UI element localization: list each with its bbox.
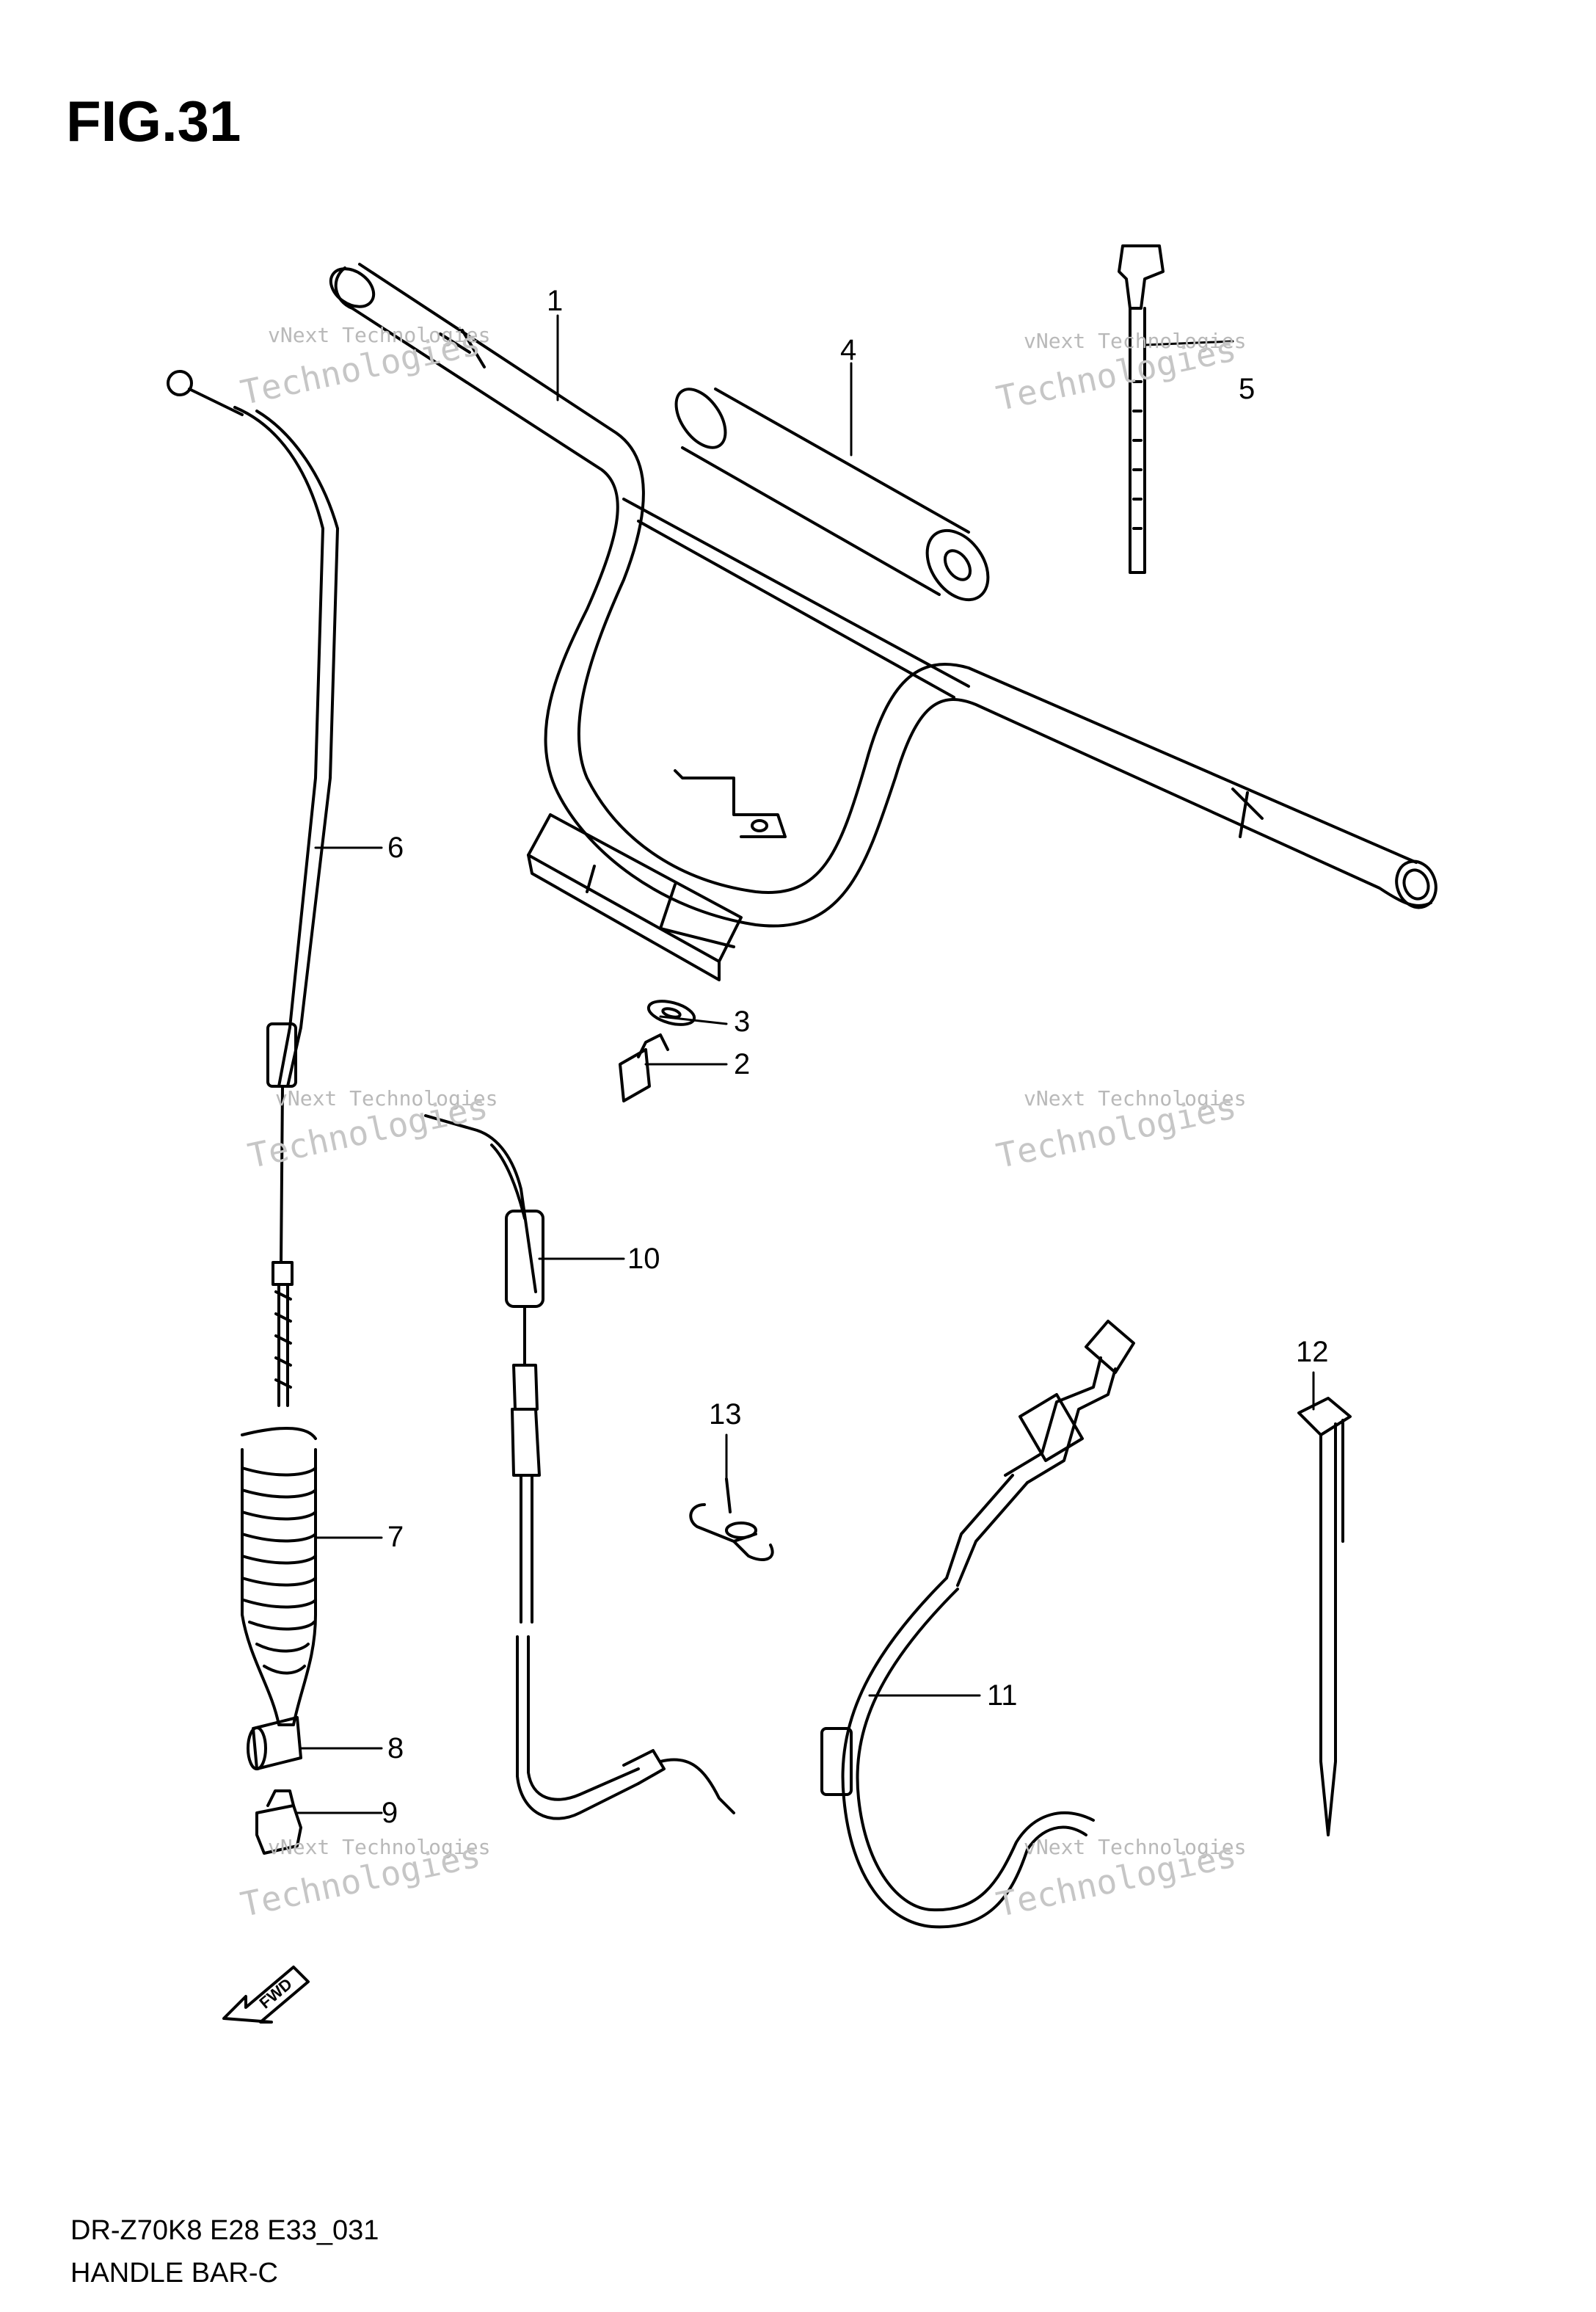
washer-part-3 <box>646 1000 696 1026</box>
callout-1: 1 <box>547 285 564 317</box>
watermark: vNext Technologies Technologies <box>237 323 491 413</box>
figure-footer: DR-Z70K8 E28 E33_031 HANDLE BAR-C <box>70 2209 379 2294</box>
nut-part-9 <box>255 1789 302 1855</box>
cable-part-6 <box>167 370 339 1407</box>
callout-12: 12 <box>1296 1336 1329 1368</box>
tie-strap-part-5 <box>1118 244 1165 574</box>
callout-10: 10 <box>627 1243 660 1275</box>
bolt-part-2 <box>619 1033 669 1102</box>
fwd-arrow-icon: FWD <box>222 1966 310 2024</box>
watermark: vNext Technologies Technologies <box>237 1835 491 1925</box>
leader-lines <box>296 314 1315 1814</box>
callout-11: 11 <box>987 1679 1018 1712</box>
callout-13: 13 <box>709 1398 742 1431</box>
callout-4: 4 <box>840 334 857 366</box>
callout-2: 2 <box>734 1048 751 1080</box>
throttle-cable-part-10 <box>424 1114 735 1820</box>
handle-bar-part-1 <box>329 263 1438 981</box>
callout-8: 8 <box>387 1732 404 1764</box>
watermark: vNext Technologies Technologies <box>244 1086 498 1177</box>
callout-3: 3 <box>734 1006 751 1038</box>
callout-9: 9 <box>382 1797 398 1829</box>
grip-pad-part-4 <box>674 388 990 602</box>
figure-code: DR-Z70K8 E28 E33_031 <box>70 2215 379 2246</box>
watermark: vNext Technologies Technologies <box>993 1835 1247 1925</box>
choke-cable-part-11 <box>820 1320 1135 1929</box>
tie-strap-part-12 <box>1297 1397 1352 1836</box>
boot-part-7 <box>241 1427 317 1726</box>
watermark: vNext Technologies Technologies <box>993 1086 1247 1177</box>
figure-name: HANDLE BAR-C <box>70 2258 278 2289</box>
callout-7: 7 <box>387 1521 404 1553</box>
callout-6: 6 <box>387 832 404 864</box>
clamp-part-13 <box>689 1477 774 1561</box>
figure-title: FIG.31 <box>66 89 241 153</box>
watermark: vNext Technologies Technologies <box>993 329 1247 419</box>
cap-part-8 <box>247 1716 302 1770</box>
callout-5: 5 <box>1239 373 1256 405</box>
